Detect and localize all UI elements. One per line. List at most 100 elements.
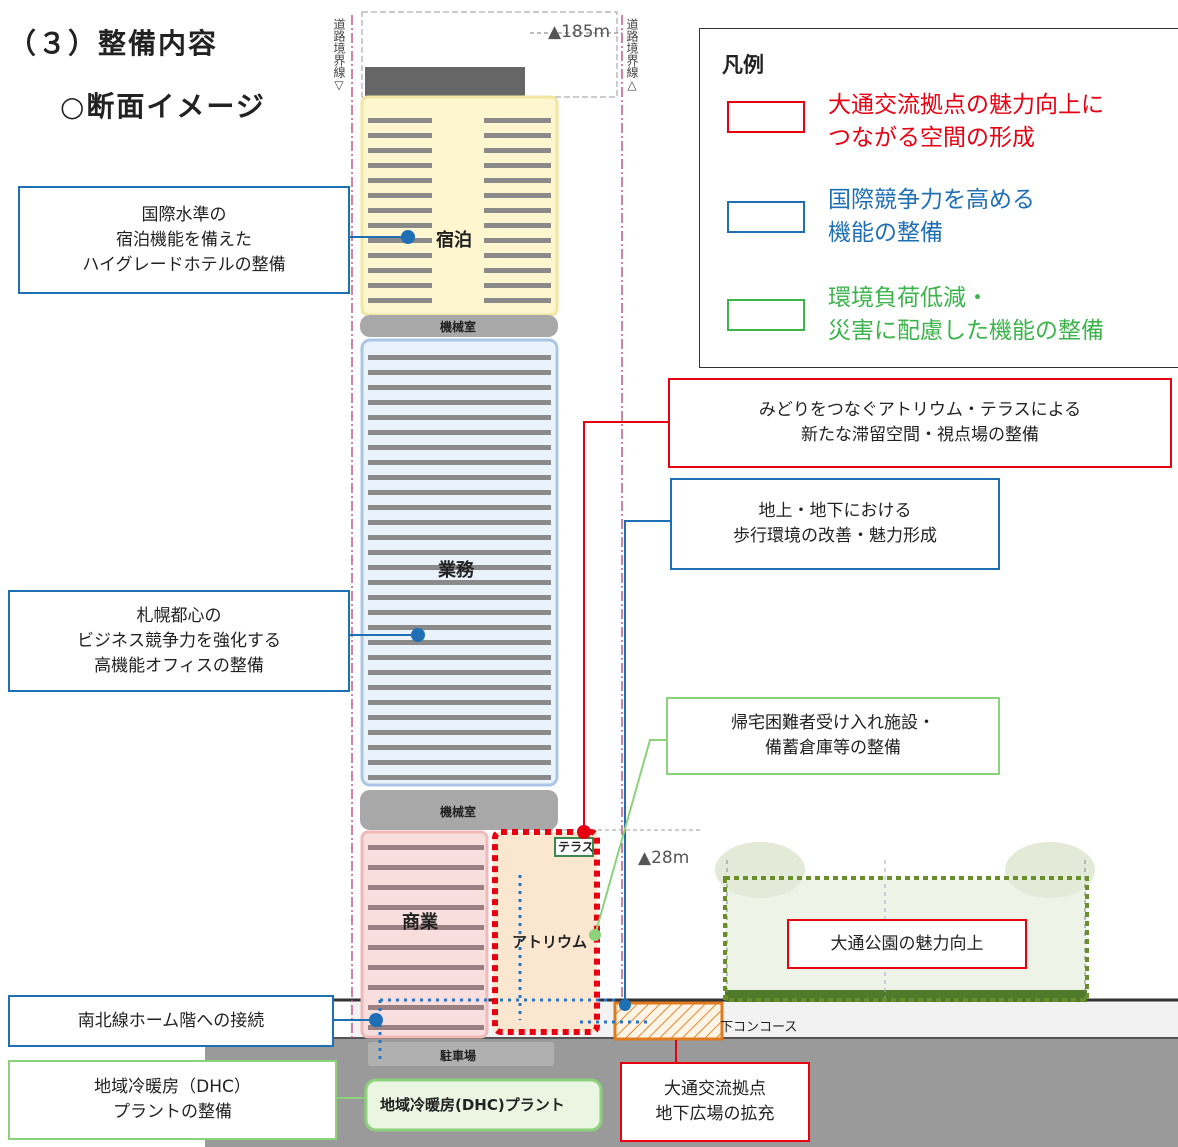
floor-line [484,133,551,138]
floor-line [368,148,432,153]
floor-line [368,670,551,675]
floor-line [368,490,551,495]
zone-label-concourse: 下コンコース [720,1020,798,1035]
floor-line [368,845,484,850]
dhc-plant-zone [364,1078,603,1132]
floor-line [484,253,551,258]
zone-label-atrium: アトリウム [512,933,588,951]
leader-walking [624,520,670,1005]
floor-line [368,640,551,645]
floor-line [484,223,551,228]
floor-line [484,193,551,198]
commercial-floor-lines [368,845,484,1030]
zone-label-commercial: 商業 [402,912,438,933]
floor-line [368,238,432,243]
floor-line [368,535,551,540]
zone-label-office: 業務 [438,560,474,581]
legend-item-blue: 国際競争力を高める 機能の整備 [828,187,1035,246]
floor-line [368,178,432,183]
floor-line [484,238,551,243]
floor-line [484,298,551,303]
height-28-label: ▲28m [638,848,690,868]
park-green-dotted-frame [723,876,1089,1002]
floor-line [368,445,551,450]
page-subtitle: ○断面イメージ [60,90,266,123]
floor-line [484,148,551,153]
height-185-label: ▲185m [548,22,611,42]
floor-line [368,283,432,288]
floor-line [368,1005,484,1010]
floor-line [368,370,551,375]
floor-line [368,460,551,465]
floor-line [368,700,551,705]
legend-item-red: 大通交流拠点の魅力向上に つながる空間の形成 [828,92,1104,151]
legend-box: 凡例 大通交流拠点の魅力向上に つながる空間の形成 国際競争力を高める 機能の整… [699,28,1178,368]
zone-label-terrace: テラス [558,840,594,854]
floor-line [368,400,551,405]
floor-line [368,595,551,600]
floor-line [368,865,484,870]
callout-evacuee: 帰宅困難者受け入れ施設・ 備蓄倉庫等の整備 [666,697,1000,775]
underground-plaza [613,1001,724,1041]
floor-line [368,685,551,690]
floor-line [368,208,432,213]
hotel-floor-lines [368,118,551,303]
legend-swatch-red [727,101,805,133]
callout-underground-plaza: 大通交流拠点 地下広場の拡充 [620,1062,810,1142]
zone-label-parking: 駐車場 [440,1049,477,1063]
floor-line [368,760,551,765]
zone-label-hotel: 宿泊 [436,230,472,251]
boundary-label-right: 道路境界線△ [625,18,639,92]
floor-line [368,925,484,930]
callout-subway: 南北線ホーム階への接続 [8,995,334,1047]
floor-line [368,775,551,780]
floor-line [368,505,551,510]
floor-line [368,298,432,303]
floor-line [368,730,551,735]
callout-atrium-terrace: みどりをつなぐアトリウム・テラスによる 新たな滞留空間・視点場の整備 [668,378,1172,468]
legend-title: 凡例 [722,53,764,77]
floor-line [368,550,551,555]
machine-room-upper [360,315,558,337]
machine-room-lower [360,790,558,830]
floor-line [368,520,551,525]
callout-office: 札幌都心の ビジネス競争力を強化する 高機能オフィスの整備 [8,590,350,692]
callout-dhc: 地域冷暖房（DHC） プラントの整備 [8,1060,337,1140]
office-floor-lines [368,355,551,780]
floor-line [484,163,551,168]
floor-line [368,118,432,123]
floor-line [368,985,484,990]
floor-line [368,1025,484,1030]
legend-swatch-blue [727,201,805,233]
floor-line [368,223,432,228]
floor-line [368,565,551,570]
callout-walking: 地上・地下における 歩行環境の改善・魅力形成 [670,478,1000,570]
floor-line [368,415,551,420]
floor-line [368,253,432,258]
walking-routes [378,875,650,1060]
floor-line [368,945,484,950]
floor-line [368,905,484,910]
floor-line [368,965,484,970]
floor-line [368,193,432,198]
zone-label-dhc-plant: 地域冷暖房(DHC)プラント [380,1096,565,1114]
floor-line [368,715,551,720]
floor-line [368,163,432,168]
leader-evacuee [594,739,668,936]
callout-hotel: 国際水準の 宿泊機能を備えた ハイグレードホテルの整備 [18,186,350,294]
floor-line [368,475,551,480]
floor-line [484,268,551,273]
floor-line [368,610,551,615]
floor-line [368,385,551,390]
floor-line [484,178,551,183]
floor-line [368,580,551,585]
hotel-zone [360,95,559,317]
legend-item-green: 環境負荷低減・ 災害に配慮した機能の整備 [828,285,1104,344]
legend-swatch-green [727,299,805,331]
leader-atrium [583,421,668,832]
zone-label-machine-upper: 機械室 [440,320,477,334]
parking-zone [368,1042,554,1066]
callout-park: 大通公園の魅力向上 [787,919,1027,969]
floor-line [368,355,551,360]
